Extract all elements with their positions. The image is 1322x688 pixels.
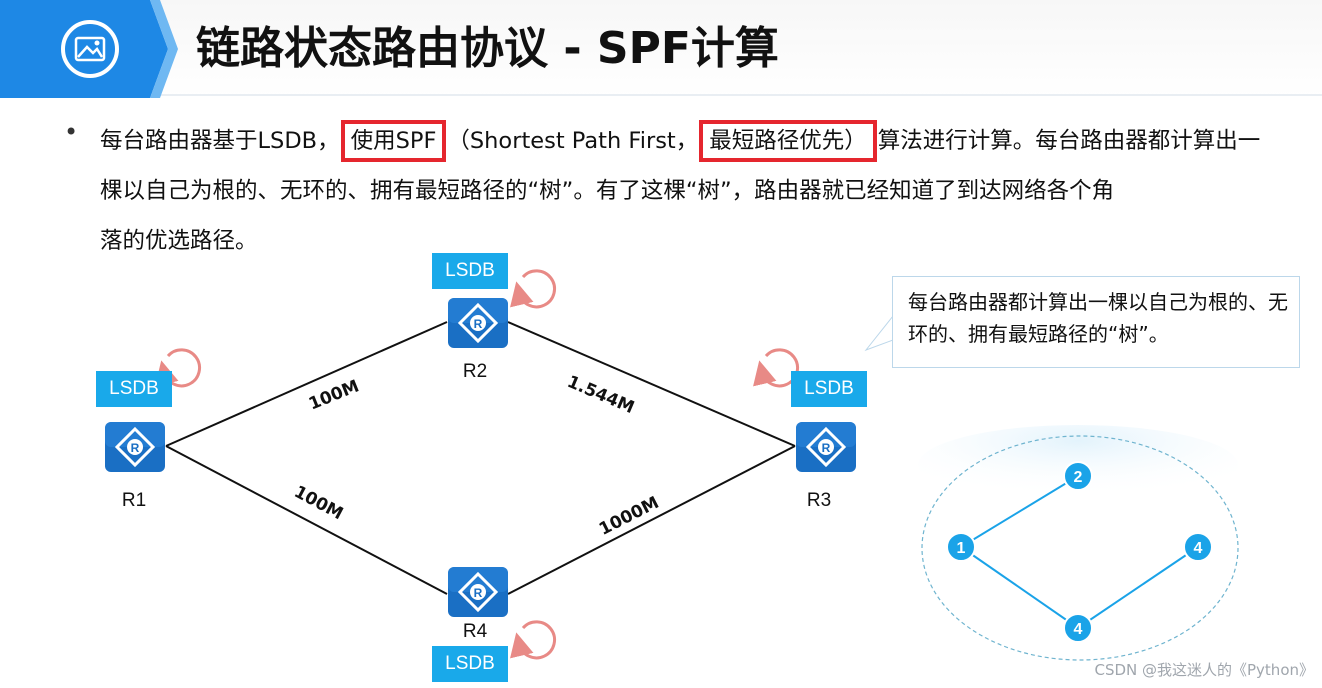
refresh-arrow-icon [510,269,556,309]
bullet-line-3: 落的优选路径。 [100,228,258,254]
svg-text:2: 2 [1074,469,1083,486]
svg-text:1: 1 [957,540,966,557]
link-r1-r2 [165,321,448,447]
tree-node: 2 [1063,461,1093,491]
header-band [0,0,1322,98]
slide-header: 链路状态路由协议 - SPF计算 [0,0,1322,98]
tree-edge [960,546,1079,629]
bullet-text-part2: （Shortest Path First， [447,128,699,154]
link-r2-r3 [507,321,796,447]
lsdb-badge-r1: LSDB [96,371,172,407]
bullet-text-part3: 算法进行计算。每台路由器都计算出一 [877,128,1261,154]
svg-text:R: R [822,441,831,455]
router-icon: R [448,298,508,348]
svg-text:R: R [131,441,140,455]
tree-edge [960,475,1079,548]
lsdb-badge-r4: LSDB [432,646,508,682]
bullet-paragraph: 每台路由器基于LSDB，使用SPF（Shortest Path First，最短… [100,116,1315,266]
lsdb-badge-r3: LSDB [791,371,867,407]
bullet-marker: • [64,118,79,146]
image-icon [61,20,119,78]
bullet-line-1: 每台路由器基于LSDB，使用SPF（Shortest Path First，最短… [100,116,1315,166]
highlight-spf: 使用SPF [340,120,447,162]
watermark: CSDN @我这迷人的《Python》 [1094,661,1314,679]
refresh-arrow-icon [510,620,556,660]
bullet-line-2: 棵以自己为根的、无环的、拥有最短路径的“树”。有了这棵“树”，路由器就已经知道了… [100,178,1115,204]
header-divider [160,94,1322,96]
router-label-r1: R1 [121,490,147,511]
svg-text:R: R [474,317,483,331]
tree-node: 4 [1183,532,1213,562]
router-icon: R [105,422,165,472]
spf-tree: 1 2 4 4 [918,425,1239,661]
tree-node: 1 [946,532,976,562]
link-r1-r4 [165,445,448,595]
tree-node: 4 [1063,613,1093,643]
highlight-shortest-path: 最短路径优先） [699,120,877,162]
bullet-text-part1: 每台路由器基于LSDB， [100,128,340,154]
link-r4-r3 [507,445,796,595]
router-label-r3: R3 [806,490,832,511]
lsdb-badge-r2: LSDB [432,253,508,289]
router-icon: R [448,567,508,617]
header-logo [0,0,178,98]
tree-edge [1077,546,1199,629]
svg-text:4: 4 [1074,621,1083,638]
slide-title: 链路状态路由协议 - SPF计算 [196,23,779,74]
callout-box [892,276,1300,368]
svg-text:4: 4 [1194,540,1203,557]
callout-tail [864,314,894,352]
router-label-r2: R2 [462,361,488,382]
tree-boundary [921,435,1239,661]
svg-text:R: R [474,586,483,600]
router-label-r4: R4 [462,621,488,642]
callout-text: 每台路由器都计算出一棵以自己为根的、无环的、拥有最短路径的“树”。 [908,290,1288,346]
router-icon: R [796,422,856,472]
